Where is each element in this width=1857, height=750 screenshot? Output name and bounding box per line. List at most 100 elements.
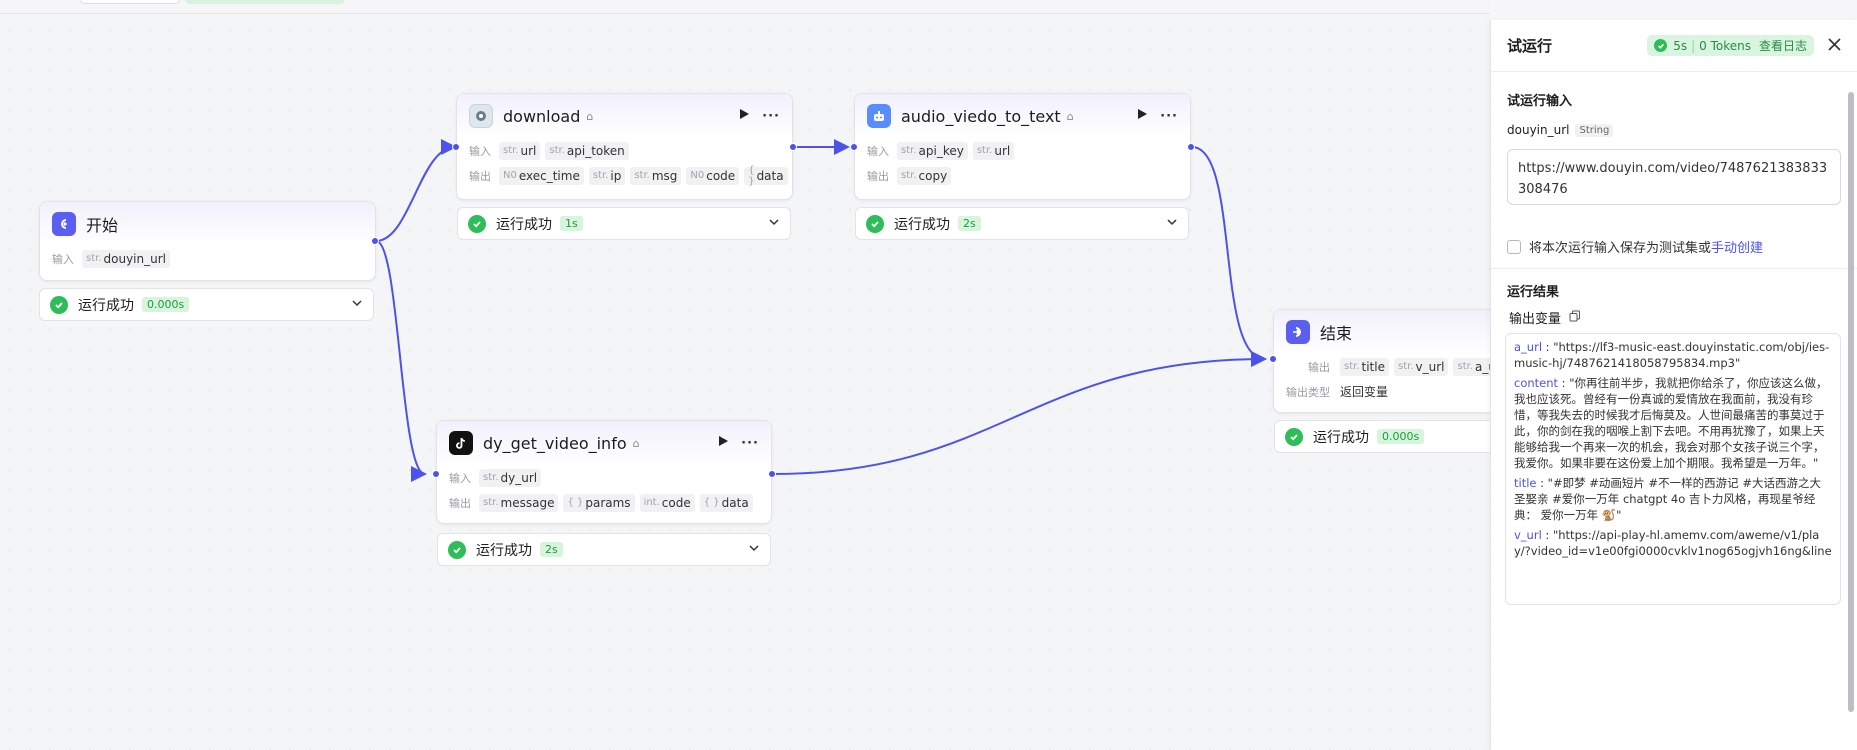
success-check-icon: [1285, 427, 1303, 446]
run-node-icon[interactable]: [739, 108, 750, 124]
input-label: 输入: [52, 252, 74, 266]
result-output[interactable]: a_url : "https://lf3-music-east.douyinst…: [1505, 333, 1841, 605]
input-label: 输入: [469, 144, 491, 158]
input-label: 输入: [449, 471, 471, 485]
success-check-icon: [448, 540, 466, 559]
save-testset-checkbox[interactable]: [1507, 239, 1521, 254]
node-title: download: [503, 106, 581, 126]
output-label: 输出: [469, 169, 491, 183]
view-log-link[interactable]: 查看日志: [1758, 39, 1807, 53]
edge-start-download: [375, 139, 457, 242]
node-title: dy_get_video_info: [483, 433, 627, 453]
port-start-out[interactable]: [371, 237, 379, 245]
port-end-in[interactable]: [1269, 355, 1277, 363]
success-check-icon: [50, 295, 68, 314]
save-testset-label: 将本次运行输入保存为测试集或: [1529, 241, 1712, 256]
param-tag: str.a_url: [1453, 357, 1490, 376]
chevron-down-icon[interactable]: [748, 542, 760, 558]
run-status-badge: 5s | 0 Tokens 查看日志: [1647, 35, 1814, 56]
chevron-down-icon[interactable]: [351, 297, 363, 313]
run-node-icon[interactable]: [718, 435, 729, 451]
time-badge: 2s: [540, 542, 563, 557]
node-download[interactable]: download ⌂ ··· 输入 str.url str.api_token …: [456, 93, 793, 200]
divider: [1491, 268, 1857, 269]
param-tag: str.url: [499, 141, 541, 160]
param-tag: str.api_key: [897, 141, 968, 160]
field-type: String: [1575, 123, 1614, 137]
param-tag: str.v_url: [1393, 357, 1449, 376]
status-text: 运行成功: [496, 216, 552, 233]
panel-title: 试运行: [1507, 37, 1553, 55]
more-icon[interactable]: ···: [762, 108, 780, 124]
input-label: 输入: [867, 144, 889, 158]
input-section-title: 试运行输入: [1507, 94, 1573, 109]
test-run-panel: 试运行 5s | 0 Tokens 查看日志 试运行输入 douyin_url …: [1490, 20, 1857, 750]
copy-icon[interactable]: [1569, 310, 1581, 325]
status-download[interactable]: 运行成功 1s: [457, 207, 791, 240]
info-icon: ⌂: [586, 109, 594, 123]
tiktok-icon: [449, 431, 473, 455]
port-dy-in[interactable]: [432, 470, 440, 478]
edge-dy-end: [772, 351, 1267, 475]
robot-icon: [867, 104, 891, 128]
port-audio-out[interactable]: [1187, 143, 1195, 151]
port-download-in[interactable]: [452, 143, 460, 151]
status-end[interactable]: 运行成功 0.000s: [1274, 420, 1490, 453]
close-icon[interactable]: [1828, 35, 1841, 56]
douyin-url-input[interactable]: https://www.douyin.com/video/74876213838…: [1507, 149, 1841, 205]
node-end[interactable]: 结束 输出 str.title str.v_url str.a_url 输出类型…: [1273, 309, 1490, 413]
param-tag: str.api_token: [545, 141, 629, 160]
node-title: 结束: [1320, 324, 1353, 343]
status-start[interactable]: 运行成功 0.000s: [39, 288, 374, 321]
param-tag: { }data: [699, 493, 753, 512]
result-entry: title : "#即梦 #动画短片 #不一样的西游记 #大话西游之大圣娶亲 #…: [1514, 476, 1821, 522]
output-label: 输出: [449, 496, 471, 510]
output-type-label: 输出类型: [1286, 385, 1330, 399]
panel-scrollbar[interactable]: [1847, 82, 1855, 722]
param-tag: str.message: [479, 493, 559, 512]
manual-create-link[interactable]: 手动创建: [1711, 241, 1764, 256]
more-icon[interactable]: ···: [1160, 108, 1178, 124]
info-icon: ⌂: [632, 436, 640, 450]
status-text: 运行成功: [78, 297, 134, 314]
node-title: audio_viedo_to_text: [901, 106, 1061, 126]
port-audio-in[interactable]: [850, 143, 858, 151]
top-toolbar-strip: [0, 0, 1490, 14]
run-time: 5s: [1673, 38, 1688, 53]
node-audio-to-text[interactable]: audio_viedo_to_text ⌂ ··· 输入 str.api_key…: [854, 93, 1191, 200]
edge-start-dy: [375, 240, 427, 482]
success-check-icon: [1654, 39, 1668, 52]
status-dy-get-video-info[interactable]: 运行成功 2s: [437, 533, 771, 566]
status-text: 运行成功: [476, 542, 532, 559]
output-label: 输出: [867, 169, 889, 183]
chevron-down-icon[interactable]: [1166, 216, 1178, 232]
param-tag: int.code: [639, 493, 695, 512]
result-entry: content : "你再往前半步，我就把你给杀了，你应该这么做，我也应该死。曾…: [1514, 376, 1828, 470]
node-title: 开始: [86, 216, 119, 235]
status-text: 运行成功: [1313, 429, 1369, 446]
port-dy-out[interactable]: [768, 470, 776, 478]
info-icon: ⌂: [1066, 109, 1074, 123]
toolbar-pill[interactable]: [80, 0, 180, 4]
port-download-out[interactable]: [789, 143, 797, 151]
end-icon: [1286, 320, 1310, 344]
node-dy-get-video-info[interactable]: dy_get_video_info ⌂ ··· 输入 str.dy_url 输出…: [436, 420, 772, 524]
run-node-icon[interactable]: [1137, 108, 1148, 124]
result-section-title: 运行结果: [1507, 285, 1560, 300]
output-label: 输出: [1308, 360, 1330, 374]
toolbar-pill-success[interactable]: [185, 0, 345, 4]
param-tag: str.copy: [897, 166, 952, 185]
status-text: 运行成功: [894, 216, 950, 233]
status-audio-to-text[interactable]: 运行成功 2s: [855, 207, 1189, 240]
param-tag: { }params: [563, 493, 635, 512]
node-start[interactable]: 开始 输入 str.douyin_url: [39, 201, 376, 281]
param-tag: str.ip: [588, 166, 626, 185]
run-tokens: 0 Tokens: [1699, 38, 1751, 53]
output-vars-label: 输出变量: [1509, 312, 1562, 327]
more-icon[interactable]: ···: [741, 435, 759, 451]
success-check-icon: [866, 214, 884, 233]
workflow-canvas[interactable]: 开始 输入 str.douyin_url 运行成功 0.000s downloa…: [0, 0, 1490, 750]
time-badge: 1s: [560, 216, 583, 231]
chevron-down-icon[interactable]: [768, 216, 780, 232]
